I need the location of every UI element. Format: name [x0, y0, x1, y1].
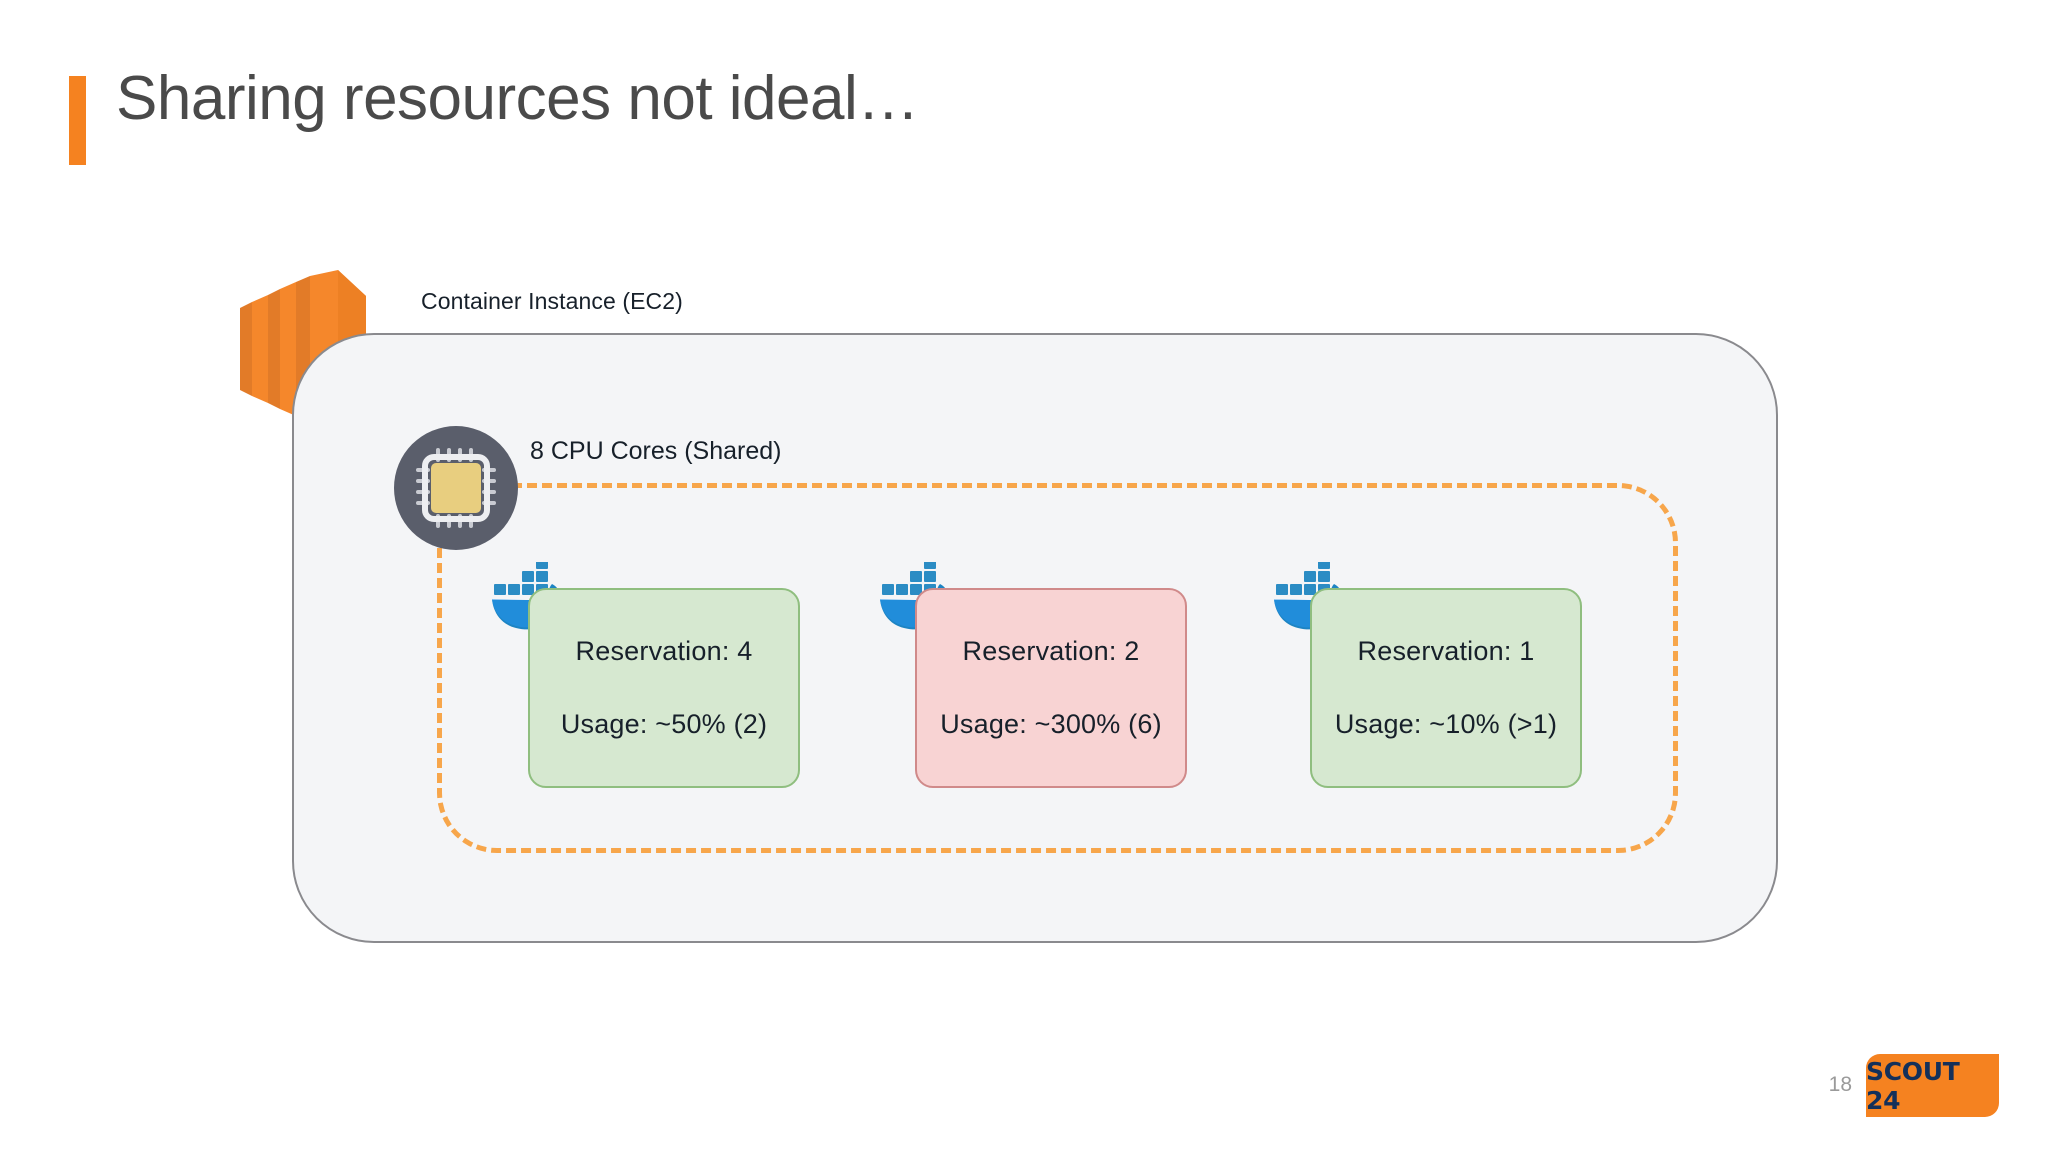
cpu-chip-icon: [392, 424, 520, 552]
task-reservation-label: Reservation: 4: [575, 636, 753, 666]
task-reservation-label: Reservation: 1: [1357, 636, 1535, 666]
shared-cpu-dashed-box: [437, 483, 1678, 853]
task-usage-label: Usage: ~300% (6): [940, 709, 1162, 739]
task-box: Reservation: 4 Usage: ~50% (2): [528, 588, 800, 788]
container-instance-label: Container Instance (EC2): [421, 288, 683, 314]
task-usage-label: Usage: ~10% (>1): [1334, 709, 1558, 739]
title-accent-bar: [69, 76, 86, 165]
task-box: Reservation: 1 Usage: ~10% (>1): [1310, 588, 1582, 788]
scout24-logo: SCOUT 24: [1866, 1054, 1999, 1117]
task-reservation-label: Reservation: 2: [962, 636, 1140, 666]
shared-cpu-label: 8 CPU Cores (Shared): [524, 437, 788, 466]
scout24-logo-text: SCOUT 24: [1866, 1056, 1960, 1115]
task-usage-label: Usage: ~50% (2): [560, 709, 768, 739]
task-box: Reservation: 2 Usage: ~300% (6): [915, 588, 1187, 788]
page-title: Sharing resources not ideal…: [116, 64, 919, 133]
page-number: 18: [1828, 1073, 1852, 1096]
